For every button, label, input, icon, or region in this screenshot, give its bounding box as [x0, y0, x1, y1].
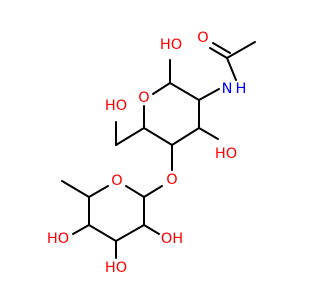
bottom-center-oh-label: HO: [105, 260, 127, 276]
bond-ring-o-c1: [152, 82, 171, 95]
bond-c2p-oh: [143, 224, 160, 235]
ring-o-bottom-label: O: [111, 173, 122, 189]
bond-c5-ch2: [115, 127, 145, 146]
ring-o-top-label: O: [138, 90, 149, 106]
bond-c4p-oh: [72, 224, 90, 235]
bond-c4p-c3p: [88, 224, 117, 242]
structure-drawing: HO N H O O HO HO O O HO OH HO: [47, 30, 256, 276]
amide-h-label: H: [236, 81, 247, 97]
bond-carbonyl-double-b: [212, 42, 231, 54]
ch2oh-label: HO: [105, 98, 127, 114]
atom-labels: HO N H O O HO HO O O HO OH HO: [47, 30, 247, 276]
bond-c5p-methyl: [61, 180, 90, 198]
molecule-canvas: HO N H O O HO HO O O HO OH HO: [46, 30, 256, 276]
bond-c1-c2: [169, 82, 200, 101]
bond-carbonyl-double-a: [209, 47, 228, 59]
bond-c3-oh: [198, 127, 219, 140]
c3-oh-label: HO: [215, 146, 237, 162]
anomeric-oh-label: HO: [160, 37, 182, 53]
bottom-left-oh-label: HO: [47, 231, 69, 247]
bottom-right-oh-label: OH: [161, 231, 183, 247]
bond-glyco-o-c1prime: [143, 185, 163, 198]
bond-c2-n: [198, 88, 220, 101]
carbonyl-o-label: O: [197, 30, 208, 46]
amide-n-label: N: [222, 81, 233, 97]
bond-c4-c5: [143, 127, 173, 146]
bond-carbonyl-c-methyl: [226, 41, 256, 59]
bond-c1p-ringo: [125, 185, 145, 198]
bond-c3-c4: [171, 127, 200, 146]
bond-n-carbonyl-c: [226, 57, 237, 81]
glycosidic-o-label: O: [166, 172, 177, 188]
bond-ringo-c5p: [88, 185, 109, 198]
bond-c3p-c2p: [115, 224, 145, 242]
bonds: [61, 41, 256, 259]
